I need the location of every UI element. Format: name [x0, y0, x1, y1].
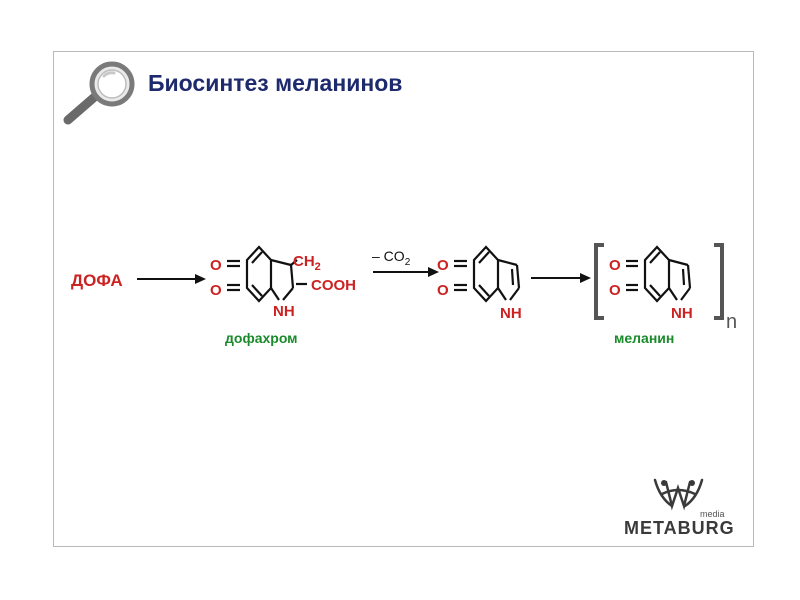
ch2-label: CH2 [293, 253, 321, 273]
minus-co2-label: – CO2 [372, 248, 411, 268]
arrow-1 [137, 274, 206, 284]
melanin-polymer: O O NH n [594, 243, 737, 333]
oxygen-label: O [437, 257, 449, 274]
metaburg-logo-icon [653, 478, 704, 511]
arrow-2 [373, 267, 439, 277]
oxygen-label: O [609, 257, 621, 274]
arrow-3 [531, 273, 591, 283]
slide-frame [53, 51, 754, 547]
logo-name: METABURG [624, 518, 735, 538]
logo-subtitle: media [700, 509, 725, 519]
oxygen-label: O [609, 282, 621, 299]
right-bracket [714, 243, 724, 320]
oxygen-label: O [210, 282, 222, 299]
nh-label: NH [273, 303, 295, 320]
left-bracket [594, 243, 604, 320]
magnifier-icon [63, 61, 135, 125]
nh-label: NH [671, 305, 693, 322]
slide-title: Биосинтез меланинов [148, 70, 403, 96]
dopachrome-label: дофахром [225, 330, 298, 346]
dopa-label: ДОФА [71, 271, 123, 290]
oxygen-label: O [437, 282, 449, 299]
indolequinone-molecule: O O NH [437, 245, 522, 322]
dopachrome-molecule: O O CH2 COOH NH [210, 245, 356, 320]
cooh-label: COOH [311, 277, 356, 294]
polymer-n-label: n [726, 311, 737, 333]
nh-label: NH [500, 305, 522, 322]
oxygen-label: O [210, 257, 222, 274]
melanin-label: меланин [614, 330, 674, 346]
